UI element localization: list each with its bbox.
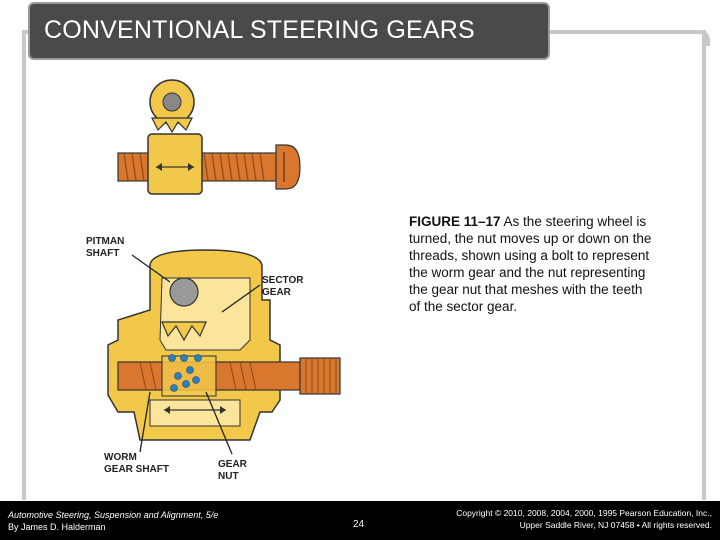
book-title: Automotive Steering, Suspension and Alig… (8, 510, 219, 520)
copyright-line-1: Copyright © 2010, 2008, 2004, 2000, 1995… (456, 508, 712, 518)
figure-caption: FIGURE 11–17 As the steering wheel is tu… (409, 213, 654, 315)
figure-label: FIGURE 11–17 (409, 214, 501, 229)
pitman-shaft-label-1: PITMAN (86, 236, 124, 247)
gear-nut-label-2: NUT (218, 471, 239, 482)
worm-shaft-label-1: WORM (104, 452, 137, 463)
slide-frame-right (702, 30, 706, 500)
slide-frame-left (22, 30, 26, 500)
sector-gear-label-2: GEAR (262, 287, 292, 298)
book-author: By James D. Halderman (8, 522, 106, 532)
gearbox-cutaway (107, 249, 341, 455)
copyright-line-2: Upper Saddle River, NJ 07458 • All right… (519, 520, 712, 530)
worm-shaft-label-2: GEAR SHAFT (104, 464, 169, 475)
page-number: 24 (353, 519, 365, 530)
slide-title: CONVENTIONAL STEERING GEARS (44, 16, 475, 44)
title-banner (28, 2, 550, 60)
footer-copyright: Copyright © 2010, 2008, 2004, 2000, 1995… (456, 507, 712, 531)
caption-text: As the steering wheel is turned, the nut… (409, 214, 652, 314)
slide-footer: Automotive Steering, Suspension and Alig… (0, 501, 720, 540)
gear-nut-label-1: GEAR (218, 459, 248, 470)
bolt-nut-analogy (117, 79, 301, 195)
footer-book-info: Automotive Steering, Suspension and Alig… (8, 509, 218, 533)
sector-gear-label-1: SECTOR (262, 275, 304, 286)
pitman-shaft-label-2: SHAFT (86, 248, 119, 259)
